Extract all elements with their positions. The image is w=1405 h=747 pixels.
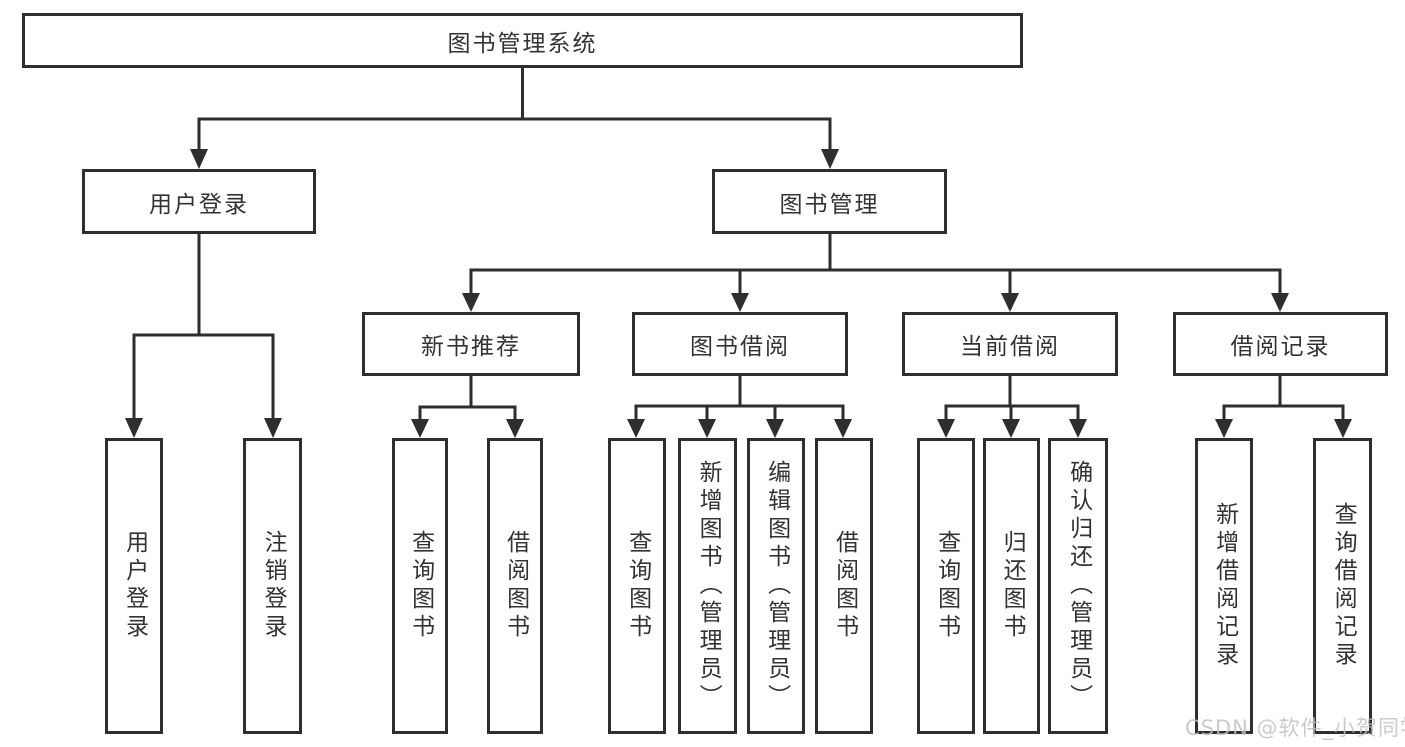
node-current-borrowing: 当前借阅 <box>902 312 1118 376</box>
node-borrowing-records-label: 借阅记录 <box>1230 334 1331 360</box>
leaf-br-query-record-label: 查询借阅记录 <box>1330 502 1357 670</box>
leaf-bb-query-books-label: 查询图书 <box>624 530 651 642</box>
edge-user-login-children <box>125 234 282 438</box>
leaf-cb-query-books: 查询图书 <box>917 438 975 734</box>
leaf-logout: 注销登录 <box>243 438 302 734</box>
leaf-nr-query-books: 查询图书 <box>392 438 448 734</box>
node-user-login-label: 用户登录 <box>149 191 249 218</box>
leaf-bb-edit-books-admin: 编辑图书（管理员） <box>747 438 805 734</box>
node-new-book-recommend: 新书推荐 <box>362 312 580 376</box>
node-new-book-recommend-label: 新书推荐 <box>421 334 521 360</box>
edge-book-borrow-children <box>627 376 852 438</box>
leaf-br-add-record-label: 新增借阅记录 <box>1211 502 1238 670</box>
node-book-management-label: 图书管理 <box>779 191 880 218</box>
watermark: CSDN @软件_小贺同学 <box>1185 716 1405 740</box>
node-user-login: 用户登录 <box>82 169 316 234</box>
leaf-nr-query-books-label: 查询图书 <box>407 530 434 642</box>
leaf-user-login-label: 用户登录 <box>121 530 148 642</box>
edge-current-borrow-children <box>937 376 1087 438</box>
edge-borrow-records-children <box>1215 376 1352 438</box>
leaf-bb-add-books-admin-label: 新增图书（管理员） <box>695 460 722 712</box>
leaf-user-login: 用户登录 <box>105 438 163 734</box>
leaf-cb-confirm-return-admin-label: 确认归还（管理员） <box>1065 460 1092 712</box>
leaf-cb-return-books: 归还图书 <box>983 438 1040 734</box>
leaf-cb-query-books-label: 查询图书 <box>933 530 960 642</box>
leaf-nr-borrow-books-label: 借阅图书 <box>502 530 529 642</box>
leaf-logout-label: 注销登录 <box>260 530 287 642</box>
node-current-borrowing-label: 当前借阅 <box>960 334 1060 360</box>
node-borrowing-records: 借阅记录 <box>1173 312 1388 376</box>
leaf-cb-return-books-label: 归还图书 <box>999 530 1026 642</box>
node-book-management: 图书管理 <box>712 169 947 234</box>
leaf-bb-edit-books-admin-label: 编辑图书（管理员） <box>763 460 790 712</box>
leaf-bb-add-books-admin: 新增图书（管理员） <box>678 438 737 734</box>
leaf-nr-borrow-books: 借阅图书 <box>487 438 543 734</box>
node-root: 图书管理系统 <box>22 13 1023 68</box>
node-root-label: 图书管理系统 <box>447 30 598 57</box>
node-book-borrowing-label: 图书借阅 <box>690 334 790 360</box>
node-book-borrowing: 图书借阅 <box>632 312 848 376</box>
leaf-bb-borrow-books: 借阅图书 <box>815 438 873 734</box>
leaf-br-add-record: 新增借阅记录 <box>1195 438 1253 734</box>
leaf-cb-confirm-return-admin: 确认归还（管理员） <box>1048 438 1108 734</box>
leaf-bb-query-books: 查询图书 <box>608 438 666 734</box>
leaf-br-query-record: 查询借阅记录 <box>1313 438 1372 734</box>
edge-new-rec-children <box>411 376 524 438</box>
edge-root-to-level2 <box>190 68 839 169</box>
edge-book-mgmt-to-level3 <box>462 234 1289 312</box>
leaf-bb-borrow-books-label: 借阅图书 <box>831 530 858 642</box>
